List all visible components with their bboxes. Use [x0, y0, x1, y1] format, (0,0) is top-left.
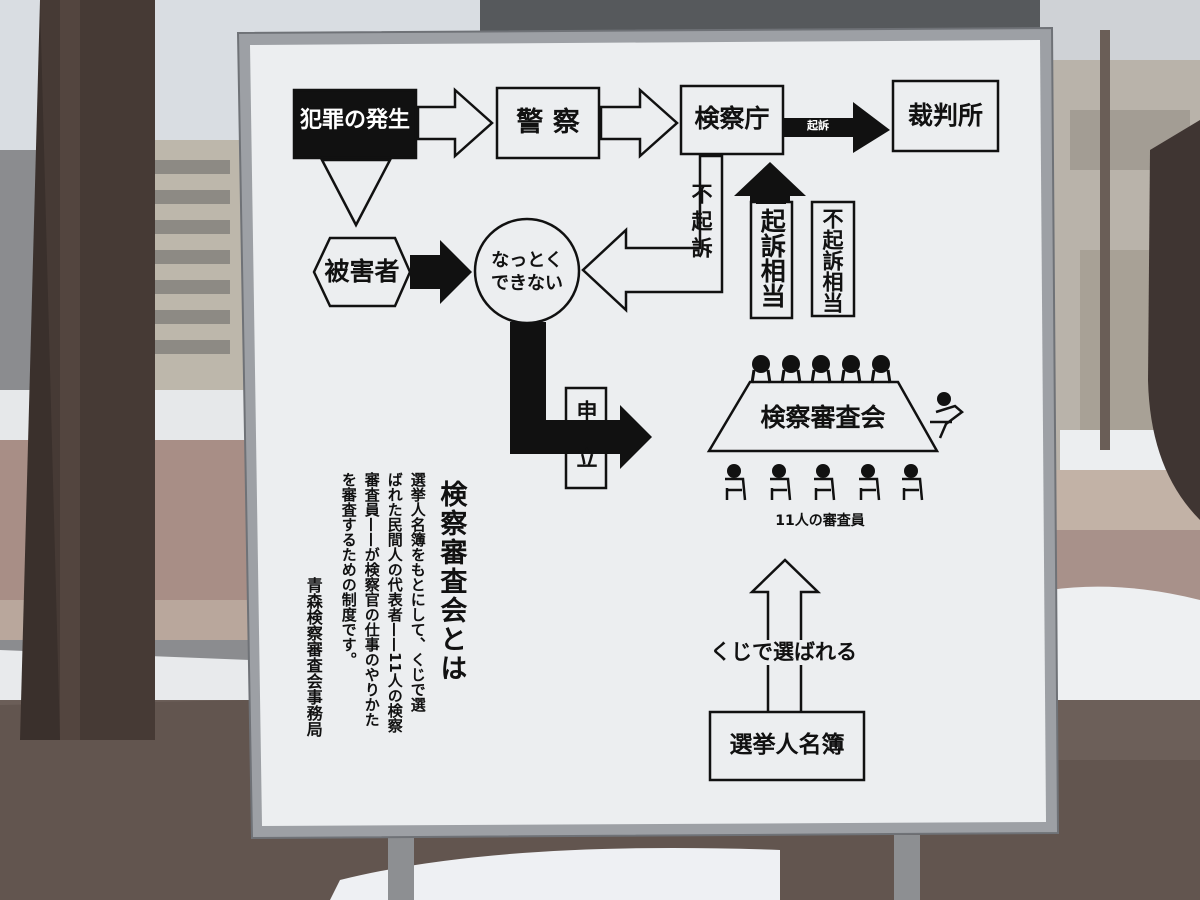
non-indict-appropriate-box: [810, 200, 856, 318]
committee-label: 検察審査会: [760, 403, 886, 432]
court-label: 裁判所: [907, 101, 983, 130]
police-box: [495, 86, 601, 160]
side-person: [930, 392, 964, 439]
voter-list-box: [708, 710, 866, 782]
members-label: 11人の審査員: [775, 513, 865, 529]
arrow-lottery: [748, 558, 822, 712]
description-line-2: ばれた民間人の代表者——11人の検察: [385, 472, 404, 733]
not-convinced-label: なっとく できない: [491, 250, 563, 295]
voter-list-label: 選挙人名簿: [729, 732, 845, 758]
members-top: [750, 355, 892, 384]
description-line-3: 審査員——が検察官の仕事のやりかた: [362, 472, 381, 727]
victim-label: 被害者: [324, 257, 400, 286]
indict-small-label: 起訴: [807, 119, 829, 132]
non-indict-appropriate-label: 不起訴相当: [820, 208, 845, 313]
non-indict-label: 不起訴: [689, 183, 714, 264]
description-line-4: を審査するための制度です。: [339, 472, 358, 667]
arrow-police-prosecutor: [599, 87, 679, 159]
lottery-label: くじで選ばれる: [708, 640, 859, 665]
police-label: 警 察: [516, 107, 580, 138]
arrow-apply: [510, 322, 652, 469]
prosecutor-label: 検察庁: [694, 104, 770, 133]
indict-appropriate-label: 起訴相当: [757, 208, 787, 308]
description-line-1: 選挙人名簿をもとにして、くじで選: [408, 472, 427, 712]
arrow-non-indict: [581, 154, 724, 313]
office-label: 青森検察審査会事務局: [303, 577, 323, 737]
committee-table: [706, 380, 940, 453]
arrow-up-prosecutor: [734, 162, 806, 202]
crime-box: [292, 88, 418, 160]
victim-hexagon: [312, 236, 412, 308]
triangle-down: [319, 158, 393, 228]
members-bottom: [725, 464, 924, 501]
court-box: [891, 79, 1000, 153]
arrow-victim-circle: [410, 240, 472, 304]
apply-label: 申立: [574, 400, 599, 494]
prosecutor-box: [679, 84, 785, 156]
arrow-crime-police: [416, 87, 494, 159]
description-heading: 検察審査会とは: [435, 480, 467, 683]
arrow-indict: [784, 102, 890, 153]
crime-label: 犯罪の発生: [299, 108, 410, 133]
